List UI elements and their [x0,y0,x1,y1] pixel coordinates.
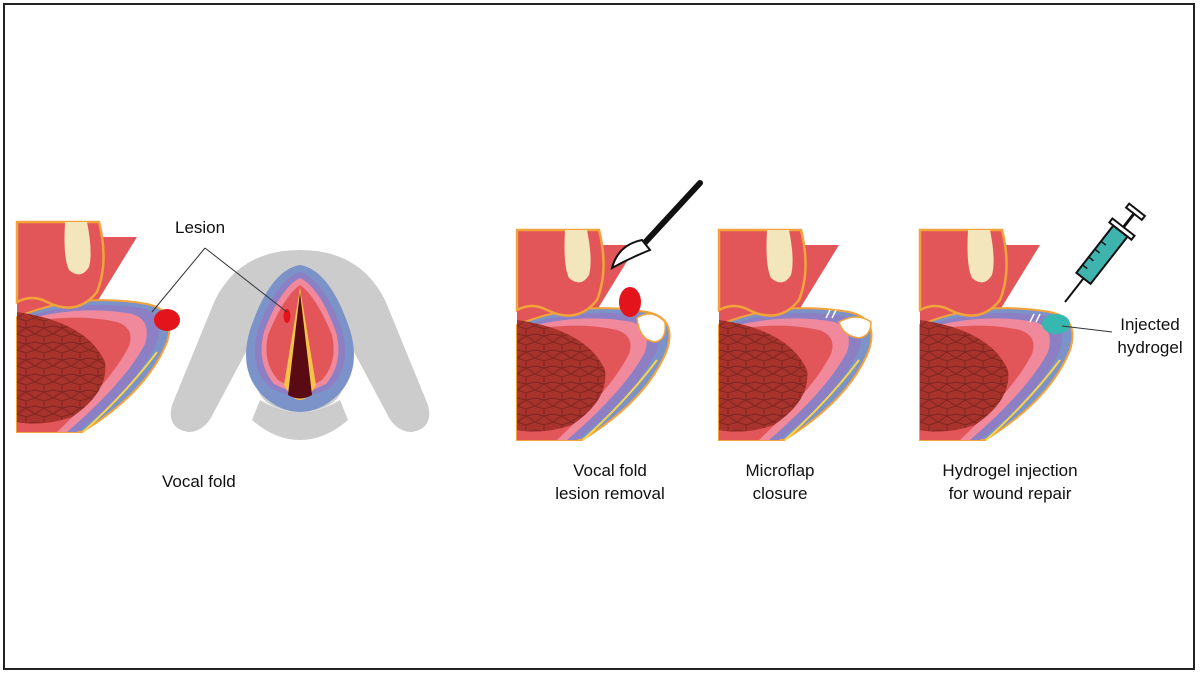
injected-label-line1: Injected [1120,315,1180,334]
microflap-caption: Microflap closure [720,459,840,505]
microflap-section [717,228,873,442]
removal-caption-line2: lesion removal [555,484,665,503]
suture-icon [825,309,837,319]
excised-lesion [619,287,641,317]
syringe-icon [1064,202,1147,303]
microflap-caption-line1: Microflap [745,461,815,480]
lesion-label: Lesion [175,218,226,237]
hydrogel-section [918,228,1074,442]
lesion-marker [154,309,180,331]
lesion-marker-top [283,309,291,323]
removal-caption: Vocal fold lesion removal [530,459,690,505]
lesion-removal-section [515,228,671,442]
injection-caption: Hydrogel injection for wound repair [920,459,1100,505]
microflap-caption-line2: closure [752,484,808,503]
larynx-top-view [170,250,430,440]
injected-hydrogel-label: Injected hydrogel [1110,313,1190,359]
vocal-fold-caption: Vocal fold [162,472,236,491]
closed-wound [838,316,872,339]
scalpel-icon [610,180,703,271]
injection-caption-line2: for wound repair [948,484,1072,503]
suture-icon-2 [1029,313,1041,323]
hydrogel-callout [1061,325,1113,333]
lesion-callout [151,247,288,313]
wound-site [636,313,667,343]
vocal-fold-section [15,220,180,434]
injected-label-line2: hydrogel [1117,338,1183,357]
hydrogel-fill [1042,314,1070,334]
removal-caption-line1: Vocal fold [573,461,647,480]
injection-caption-line1: Hydrogel injection [942,461,1078,480]
